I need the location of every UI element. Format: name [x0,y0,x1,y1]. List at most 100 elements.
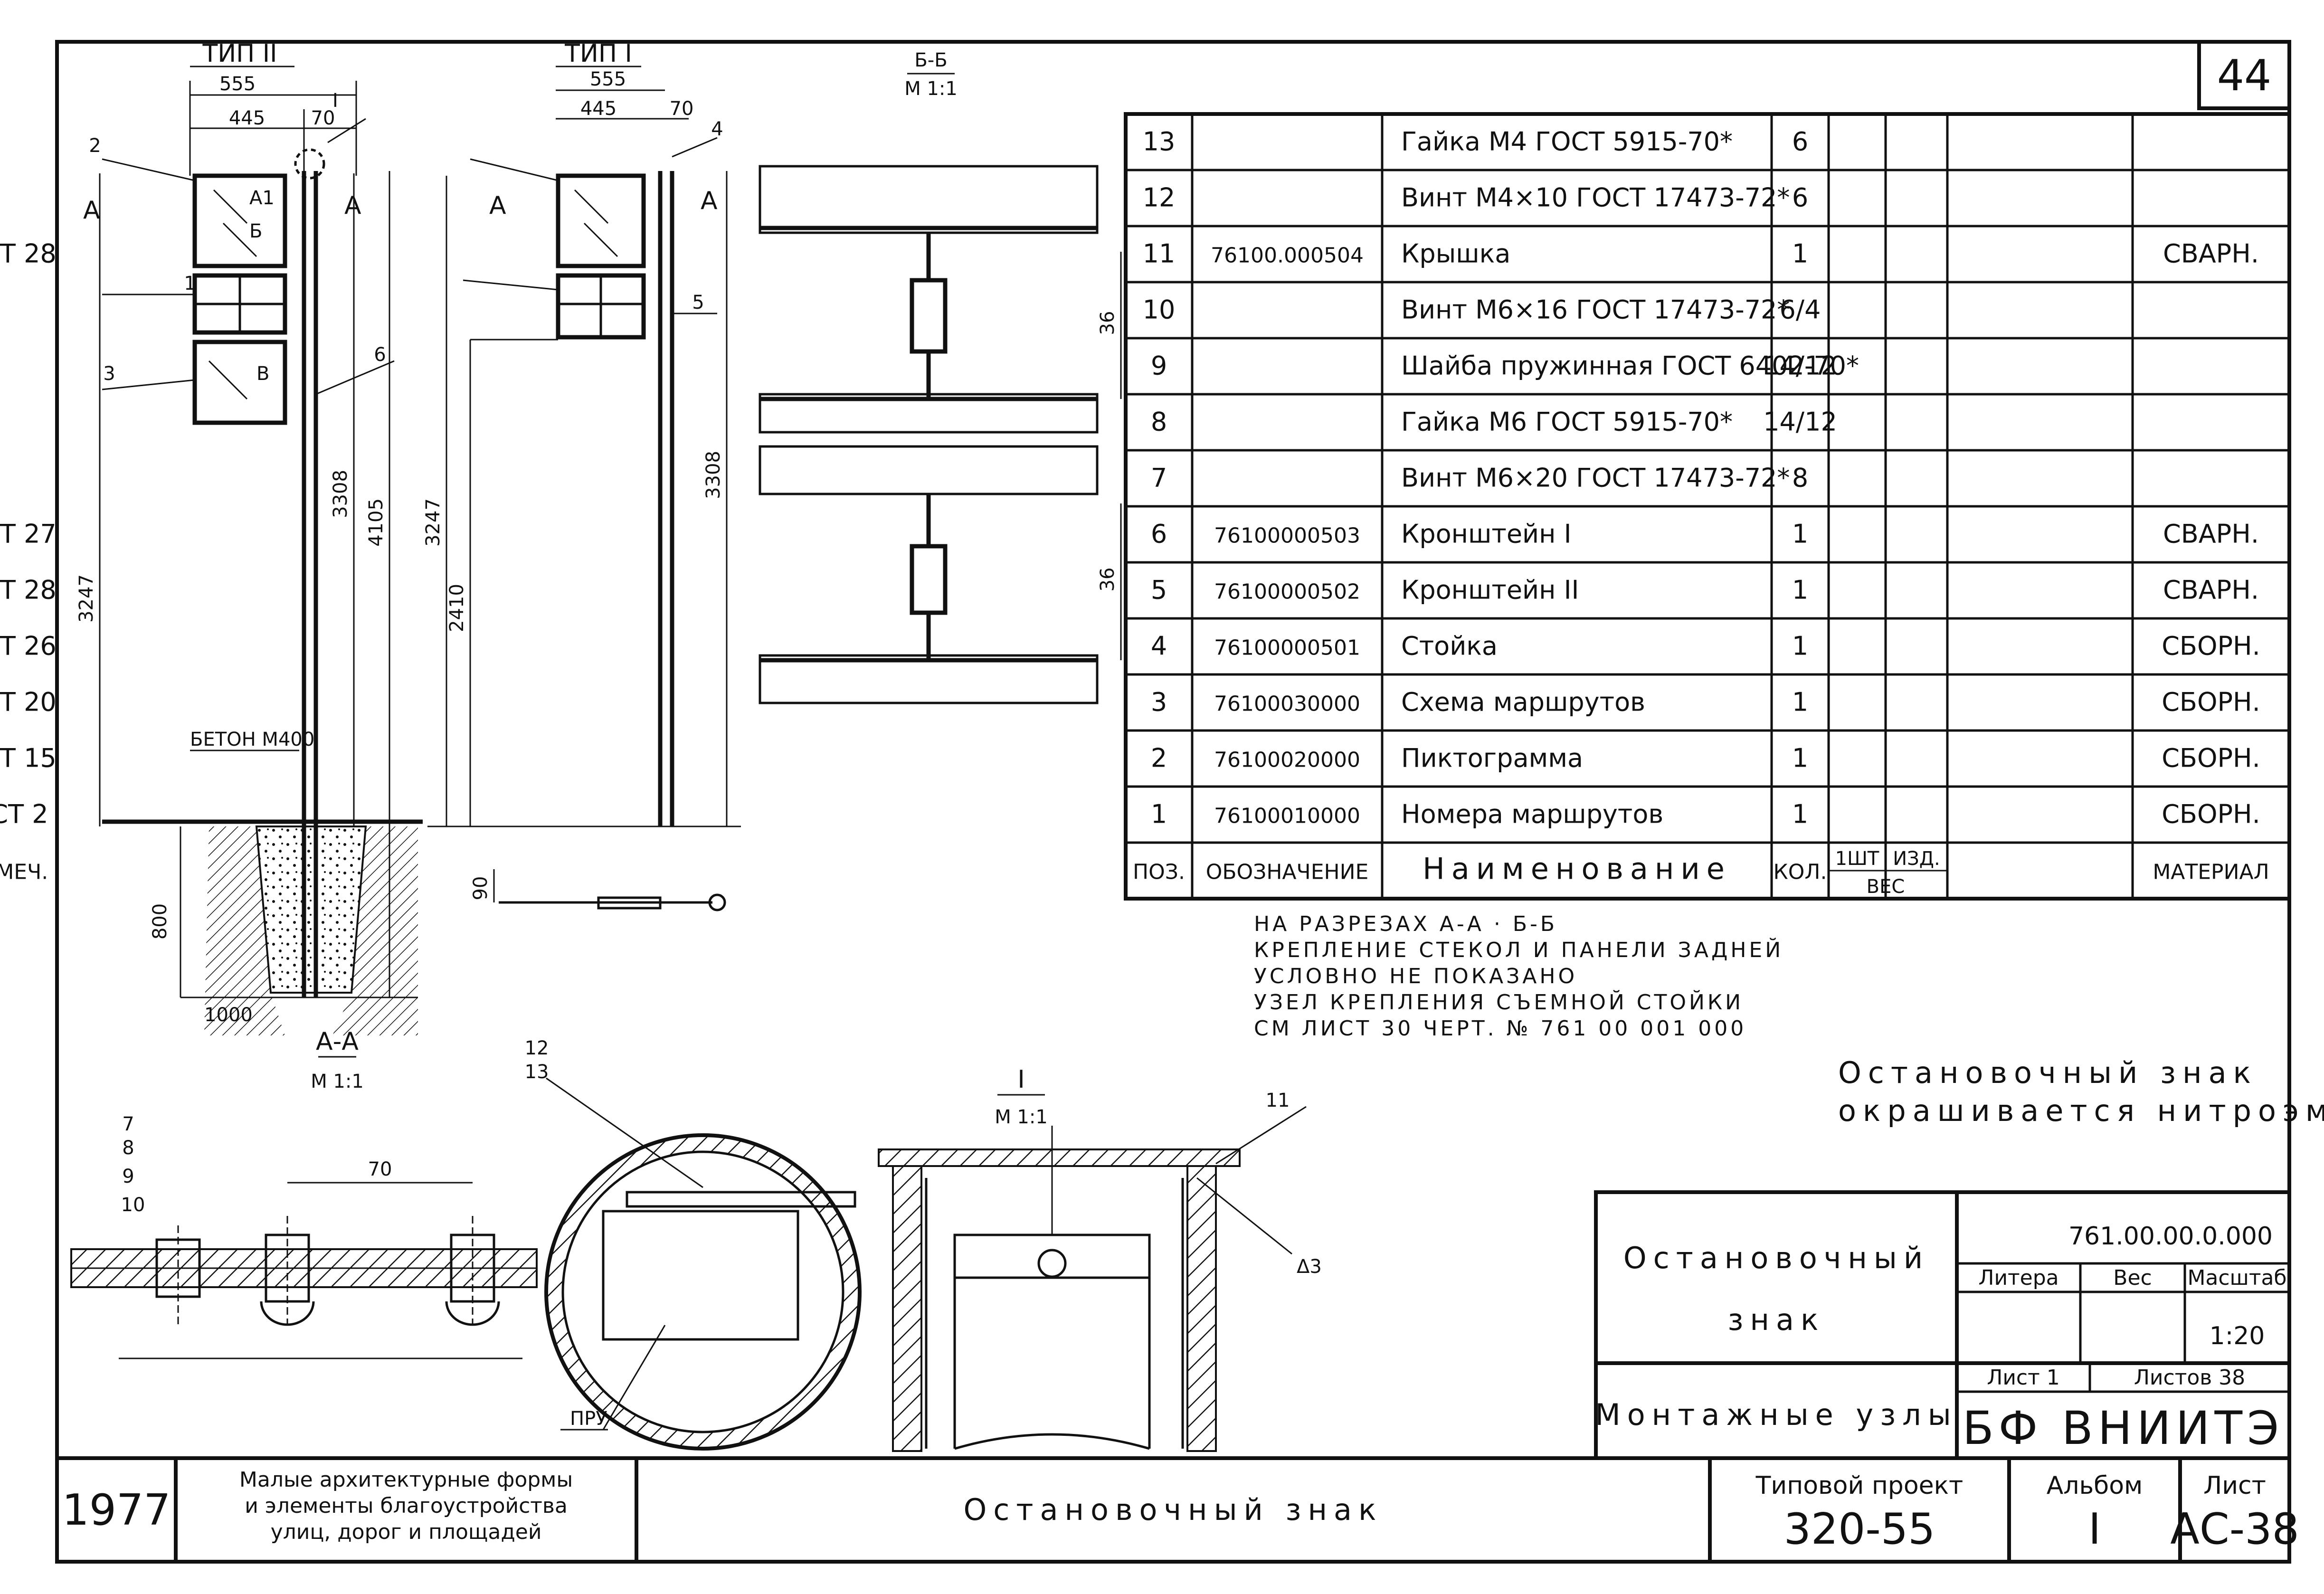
note-line: УСЛОВНО НЕ ПОКАЗАНО [1254,964,1577,988]
spec-qty: 1 [1792,799,1808,829]
strip-sheet-label: Лист [2203,1471,2266,1500]
dim-70-c: 70 [368,1158,392,1180]
scale-value: 1:20 [2210,1322,2265,1350]
spec-material: СБОРН. [2162,687,2260,717]
dim-800: 800 [149,903,171,939]
section-aa-label: А-А [316,1027,359,1056]
spec-header-designation: ОБОЗНАЧЕНИЕ [1206,860,1369,884]
spec-note: ЛИСТ 27 [0,519,57,549]
callout-6: 6 [374,344,386,366]
delta3-label: Δ3 [1297,1256,1322,1278]
album-number: I [2088,1504,2101,1554]
dim-3308-b: 3308 [702,451,724,499]
callout-1: 1 [184,273,196,294]
title-subtitle: Монтажные узлы [1595,1397,1958,1432]
node-i-scale: М 1:1 [995,1106,1048,1128]
spec-material: СВАРН. [2163,239,2259,269]
spec-name: Кронштейн II [1401,575,1579,605]
project-label: Типовой проект [1755,1471,1964,1500]
note-line: КРЕПЛЕНИЕ СТЕКОЛ И ПАНЕЛИ ЗАДНЕЙ [1254,937,1783,962]
col-litera: Литера [1978,1266,2058,1290]
dim-70-a: 70 [311,107,335,129]
spec-note: ЛИСТ 28 [0,239,57,269]
bottom-strip: 1977 Малые архитектурные формы и элемент… [57,1456,2299,1562]
spec-header-material: МАТЕРИАЛ [2153,860,2269,884]
section-mark-a-left: А [83,196,100,225]
spec-header-qty: КОЛ. [1774,860,1827,884]
title-name-1: Остановочный [1623,1241,1929,1275]
view-bolt-joint: 70 ПРУ [70,1077,862,1451]
spec-name: Кронштейн I [1401,519,1572,549]
spec-pos: 3 [1151,687,1167,717]
mark-a1: А1 [249,187,275,209]
spec-note: ЛИСТ 2 [0,799,48,829]
sheet-number-box: 44 [2197,40,2291,110]
callout-8: 8 [122,1137,134,1159]
project-number: 320-55 [1784,1504,1935,1554]
concrete-label: БЕТОН М400 [190,729,314,750]
section-mark-a2-right: А [701,187,718,215]
spec-pos: 8 [1151,407,1167,437]
spec-designation: 76100000501 [1214,636,1360,660]
paint-note-2: окрашивается нитроэмалью [1838,1093,2324,1128]
org-name: БФ ВНИИТЭ [1963,1402,2284,1455]
dim-445-a: 445 [229,107,265,129]
spec-qty: 8 [1792,463,1808,493]
spec-pos: 11 [1143,239,1176,269]
spec-designation: 76100030000 [1214,692,1360,716]
view-section-bb: Б-Б М 1:1 36 36 [759,49,1122,704]
section-mark-a-right: А [344,191,361,220]
spec-pos: 9 [1151,351,1167,381]
spec-pos: 13 [1143,127,1176,157]
spec-pos: 4 [1151,631,1167,661]
sheet-count: Листов 38 [2134,1366,2245,1390]
spec-pos: 1 [1151,799,1167,829]
callout-12: 12 [525,1037,549,1059]
spec-qty: 14/12 [1763,407,1837,437]
spec-qty: 1 [1792,519,1808,549]
spec-row: 9 Шайба пружинная ГОСТ 6402-70*14/12 [1151,351,1859,381]
note-line: СМ ЛИСТ 30 ЧЕРТ. № 761 00 001 000 [1254,1016,1746,1041]
spec-note: ЛИСТ 26 [0,631,57,661]
paint-note-1: Остановочный знак [1838,1055,2258,1090]
dim-90: 90 [470,876,492,901]
spec-name: Шайба пружинная ГОСТ 6402-70* [1401,351,1859,381]
col-weight: Вес [2113,1266,2152,1290]
dim-555-b: 555 [590,68,626,90]
spec-qty: 6/4 [1780,295,1821,325]
dim-70-b: 70 [670,98,694,120]
series-line-3: улиц, дорог и площадей [271,1520,542,1544]
dim-555-a: 555 [219,73,256,95]
spec-name: Стойка [1401,631,1498,661]
spec-name: Гайка М6 ГОСТ 5915-70* [1401,407,1733,437]
note-line: УЗЕЛ КРЕПЛЕНИЯ СЪЕМНОЙ СТОЙКИ [1254,989,1744,1015]
dim-36-a: 36 [1097,311,1119,335]
callout-4: 4 [711,118,723,140]
spec-name: Винт М6×20 ГОСТ 17473-72* [1401,463,1790,493]
spec-designation: 76100000502 [1214,580,1360,604]
spec-material: СВАРН. [2163,519,2259,549]
view-type2-elevation: ТИП II 555 445 70 А А А1 Б В I [76,39,423,1092]
spec-name: Пиктограмма [1401,743,1583,773]
spec-name: Крышка [1401,239,1510,269]
spec-row: 8 Гайка М6 ГОСТ 5915-70* 14/12 [1151,407,1837,437]
section-bb-label: Б-Б [914,49,947,71]
view-type1-elevation: ТИП I 555 445 70 А А 3247 2410 3308 90 [422,39,741,911]
spec-pos: 6 [1151,519,1167,549]
callout-11: 11 [1266,1090,1290,1111]
dim-4105: 4105 [365,498,387,547]
spec-qty: 14/12 [1763,351,1837,381]
spec-pos: 5 [1151,575,1167,605]
spec-designation: 76100.000504 [1211,244,1364,268]
callout-10: 10 [121,1194,145,1216]
spec-header-pos: ПОЗ. [1133,860,1185,884]
spec-name: Номера маршрутов [1401,799,1663,829]
pru-label: ПРУ [570,1408,607,1430]
album-label: Альбом [2047,1471,2143,1500]
